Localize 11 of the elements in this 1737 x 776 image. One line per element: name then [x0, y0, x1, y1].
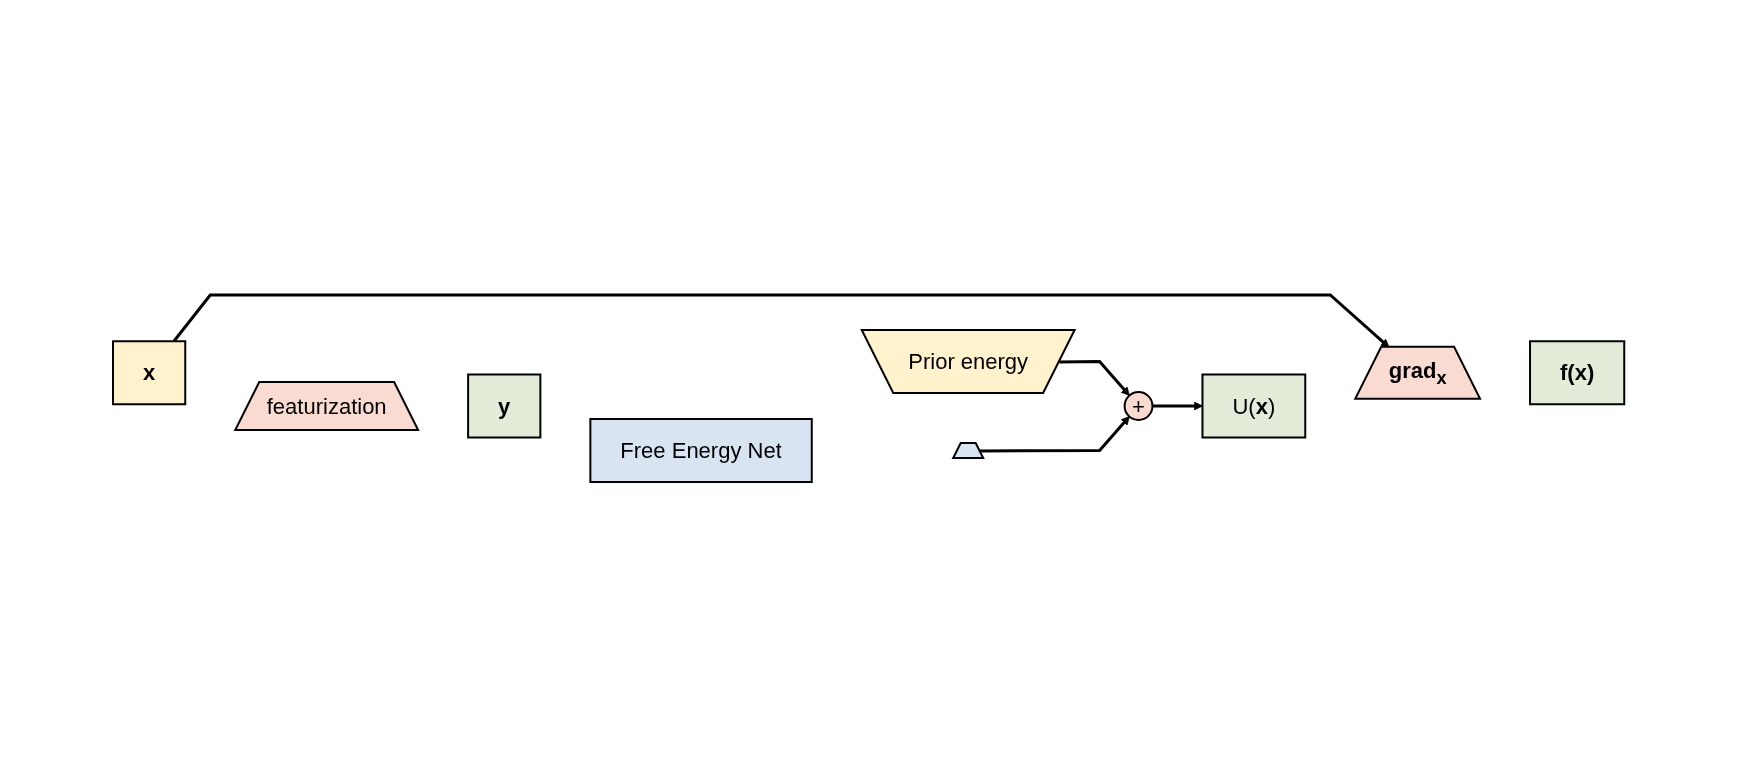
node-trapezoid [951, 441, 985, 459]
arrow [1059, 359, 1130, 396]
arrow [1152, 401, 1203, 410]
node-circle: + [1123, 390, 1154, 421]
node-box: y [467, 373, 542, 438]
arrow [172, 293, 1390, 348]
node-box: U(x) [1201, 373, 1307, 438]
node-box: f(x) [1528, 339, 1626, 405]
node-box: Free Energy Net [589, 417, 813, 483]
arrow [979, 415, 1130, 452]
node-box: x [111, 339, 187, 405]
